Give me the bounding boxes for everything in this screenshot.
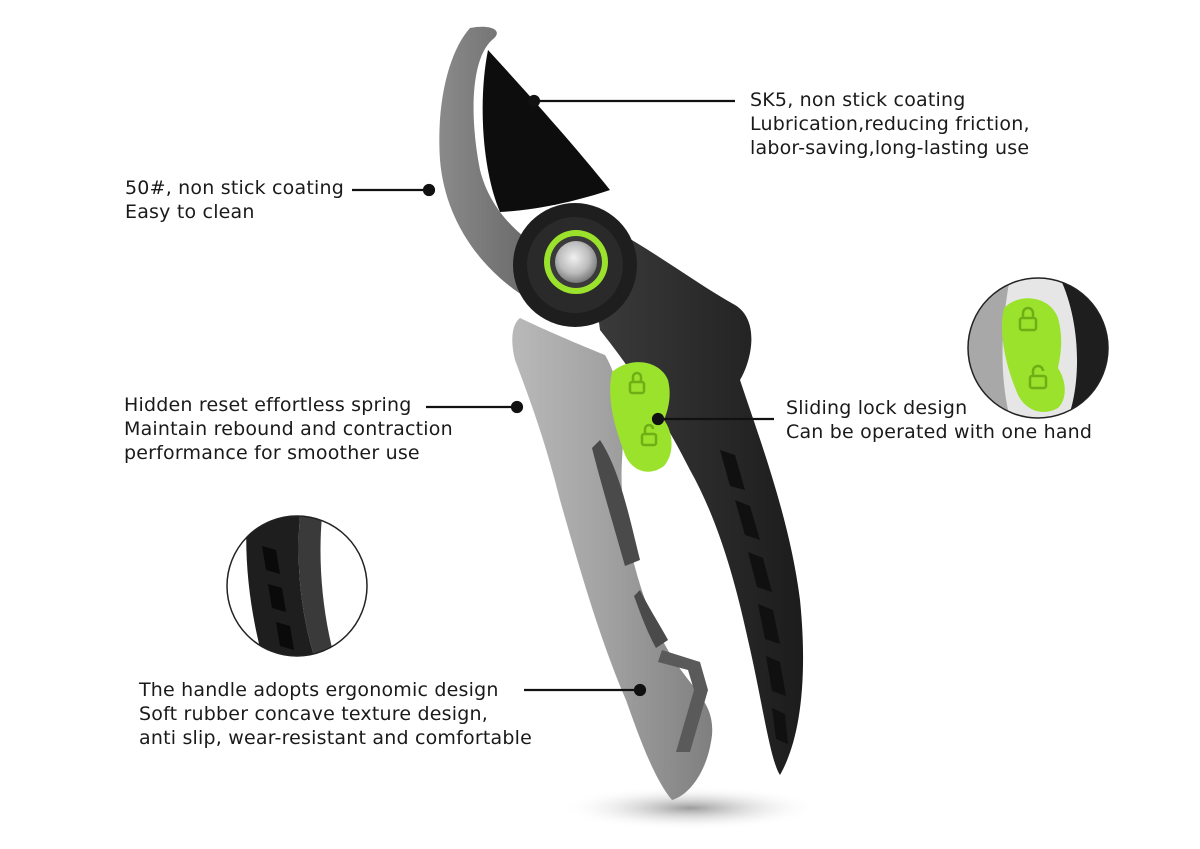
drop-shadow	[560, 786, 820, 830]
lower-handle	[585, 215, 804, 775]
lock-detail-magnifier	[967, 277, 1109, 419]
handle-loop	[658, 650, 708, 752]
sliding-lock	[610, 362, 672, 472]
blade-callout: SK5, non stick coating Lubrication,reduc…	[750, 88, 1030, 160]
hook-callout-line-1: 50#, non stick coating	[125, 177, 344, 199]
padlock-icon	[628, 371, 646, 395]
padlock-open-icon	[640, 423, 658, 447]
handle-callout-line-1: The handle adopts ergonomic design	[139, 679, 499, 701]
hook-callout: 50#, non stick coating Easy to clean	[125, 176, 344, 224]
blade-callout-line-3: labor-saving,long-lasting use	[750, 137, 1030, 159]
upper-handle	[512, 318, 713, 800]
spring-callout-line-1: Hidden reset effortless spring	[124, 394, 412, 416]
handle-callout-line-2: Soft rubber concave texture design,	[139, 703, 488, 725]
handle-callout: The handle adopts ergonomic design Soft …	[139, 678, 532, 750]
handle-texture	[720, 450, 788, 744]
spring-callout-line-2: Maintain rebound and contraction	[124, 418, 453, 440]
spring-callout: Hidden reset effortless spring Maintain …	[124, 393, 453, 465]
lock-callout: Sliding lock design Can be operated with…	[786, 396, 1092, 444]
lock-callout-line-1: Sliding lock design	[786, 397, 968, 419]
blade-callout-line-1: SK5, non stick coating	[750, 89, 966, 111]
hook-callout-line-2: Easy to clean	[125, 201, 255, 223]
spring-callout-line-3: performance for smoother use	[124, 442, 420, 464]
cutting-blade	[482, 50, 610, 212]
texture-detail-magnifier	[226, 515, 368, 657]
handle-cutout	[634, 590, 668, 648]
anvil-hook	[439, 26, 560, 301]
blade-callout-line-2: Lubrication,reducing friction,	[750, 113, 1030, 135]
pivot-bolt-icon	[555, 241, 597, 283]
handle-callout-line-3: anti slip, wear-resistant and comfortabl…	[139, 727, 532, 749]
leader-lines	[352, 94, 774, 697]
lock-callout-line-2: Can be operated with one hand	[786, 421, 1093, 443]
handle-cutout	[592, 440, 640, 566]
